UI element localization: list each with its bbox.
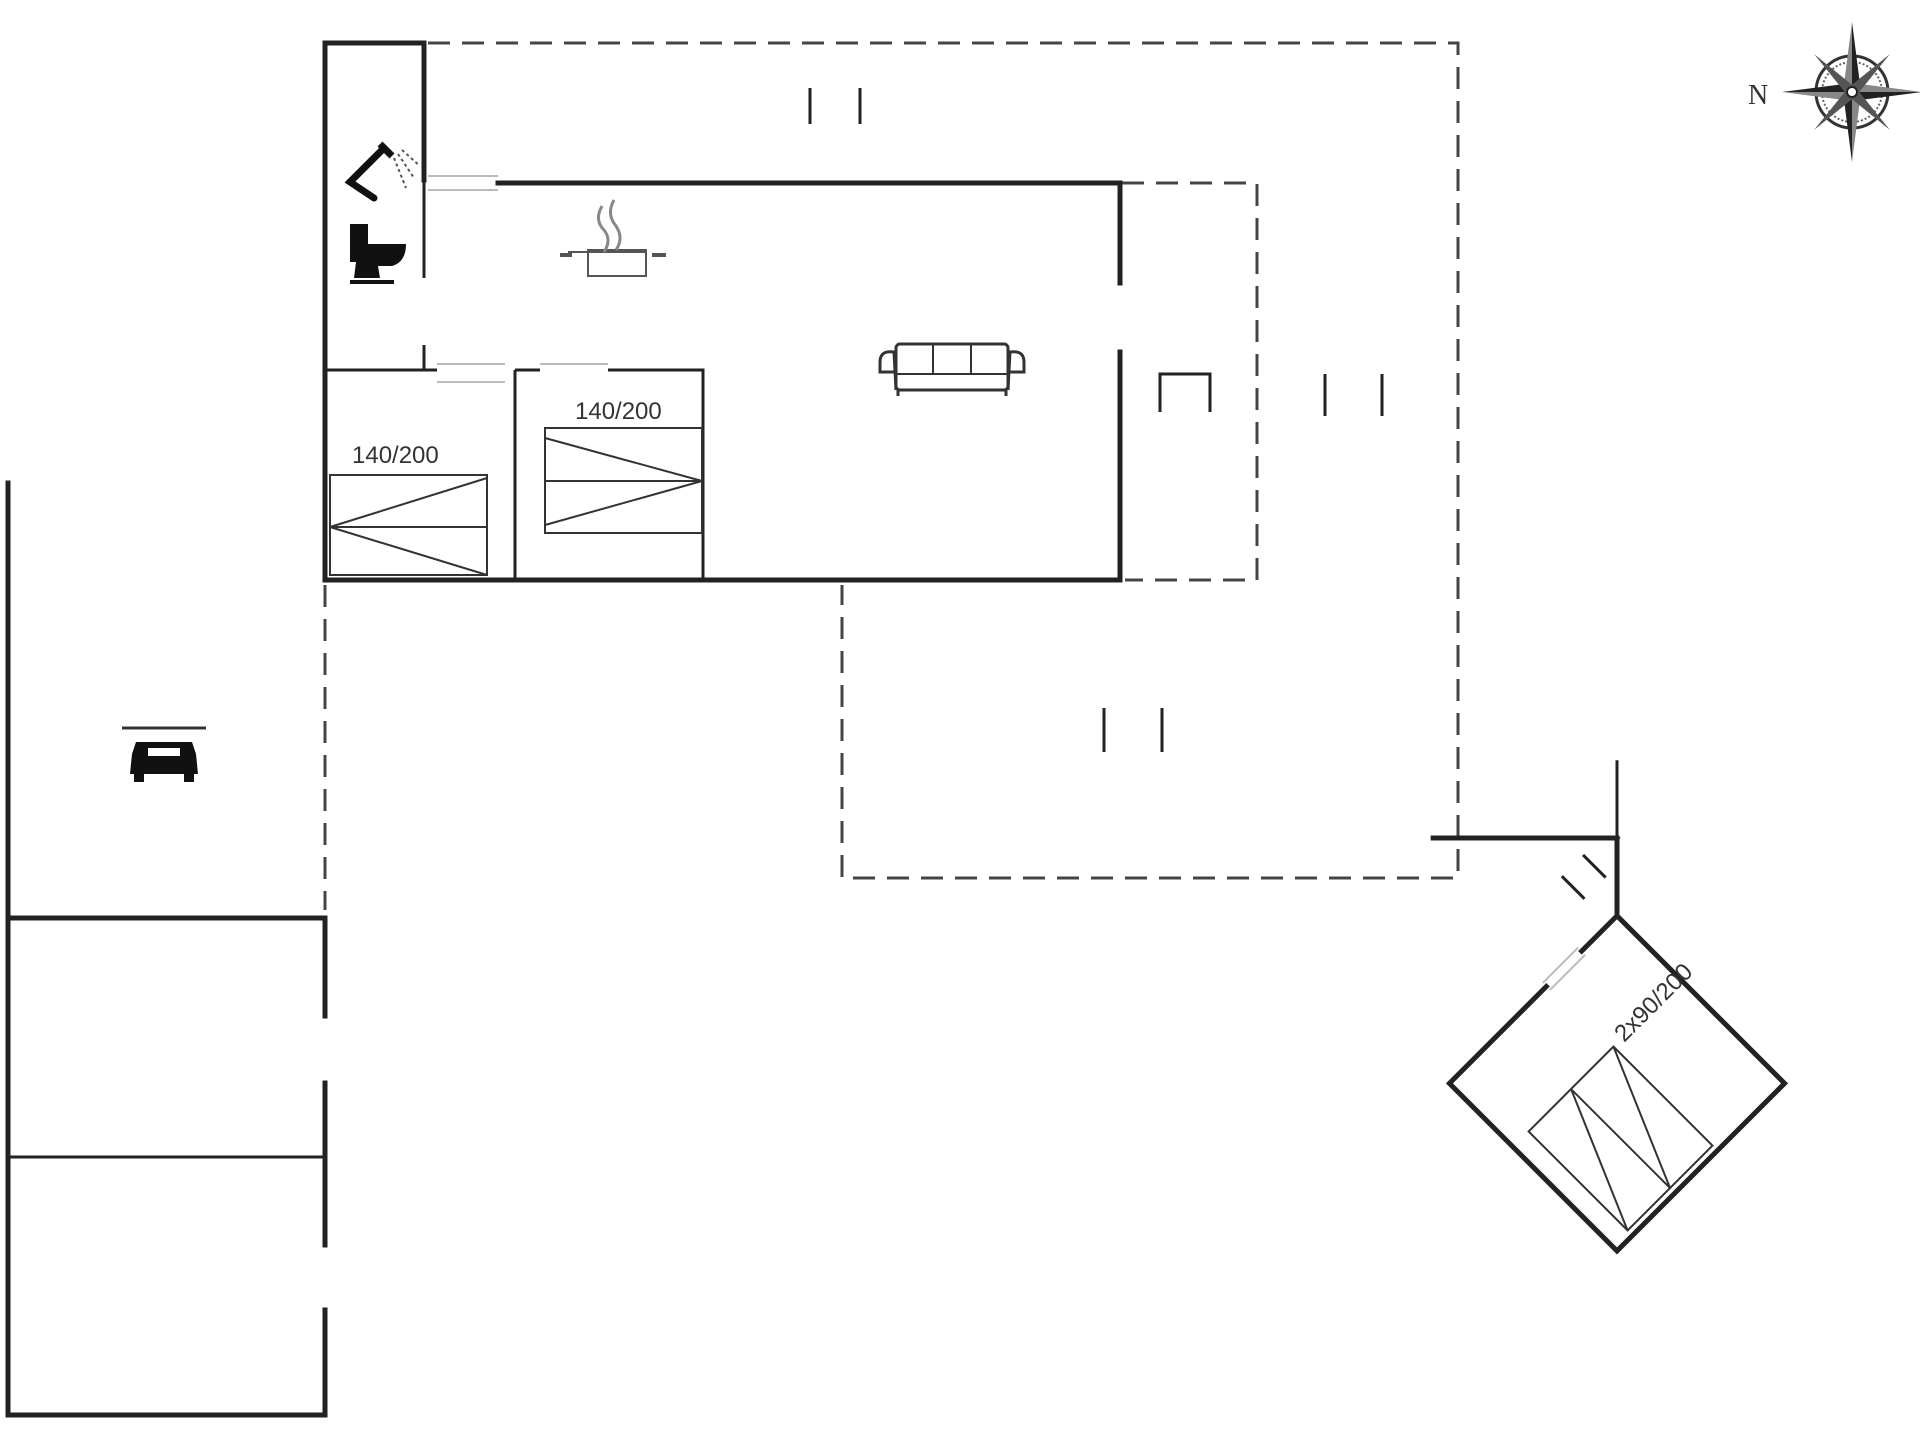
carport: [5, 480, 328, 1418]
annex-door: [1542, 946, 1586, 991]
terrace-north: [428, 41, 1460, 880]
cooking-pot-icon: [560, 199, 666, 277]
terrace-outlines: [323, 41, 1460, 910]
table-icon: [1158, 372, 1212, 412]
car-icon: [122, 726, 206, 782]
terrace-east: [1122, 181, 1259, 582]
deck-marker-south: [1102, 708, 1164, 752]
wall-bedroom-divider: [513, 368, 540, 580]
wall-living-north: [495, 180, 1123, 286]
annex-entry-marker: [1560, 853, 1607, 900]
bed-label: 140/200: [352, 442, 439, 469]
sofa-icon: [878, 342, 1026, 396]
door-bathroom: [428, 175, 498, 191]
deck-marker-north: [808, 88, 862, 124]
toilet-icon: [350, 224, 406, 284]
bed-label: 2x90/200: [1609, 958, 1698, 1047]
bed-label: 140/200: [575, 398, 662, 425]
main-house: [322, 40, 1123, 583]
annex-porch: [1430, 835, 1620, 919]
annex-porch-thin: [1615, 760, 1619, 838]
compass-rose-icon: [1782, 22, 1920, 162]
bed-left: 140/200: [329, 442, 488, 576]
annex-building: 2x90/200: [1430, 760, 1789, 1255]
deck-marker-east: [1323, 374, 1384, 416]
shower-icon: [344, 141, 421, 202]
compass-north-label: N: [1748, 80, 1768, 111]
door-bedroom-left: [437, 363, 505, 383]
deck-markers: [808, 88, 1384, 752]
wall-bathroom-outer: [322, 40, 427, 183]
bed-middle: 140/200: [544, 398, 703, 534]
